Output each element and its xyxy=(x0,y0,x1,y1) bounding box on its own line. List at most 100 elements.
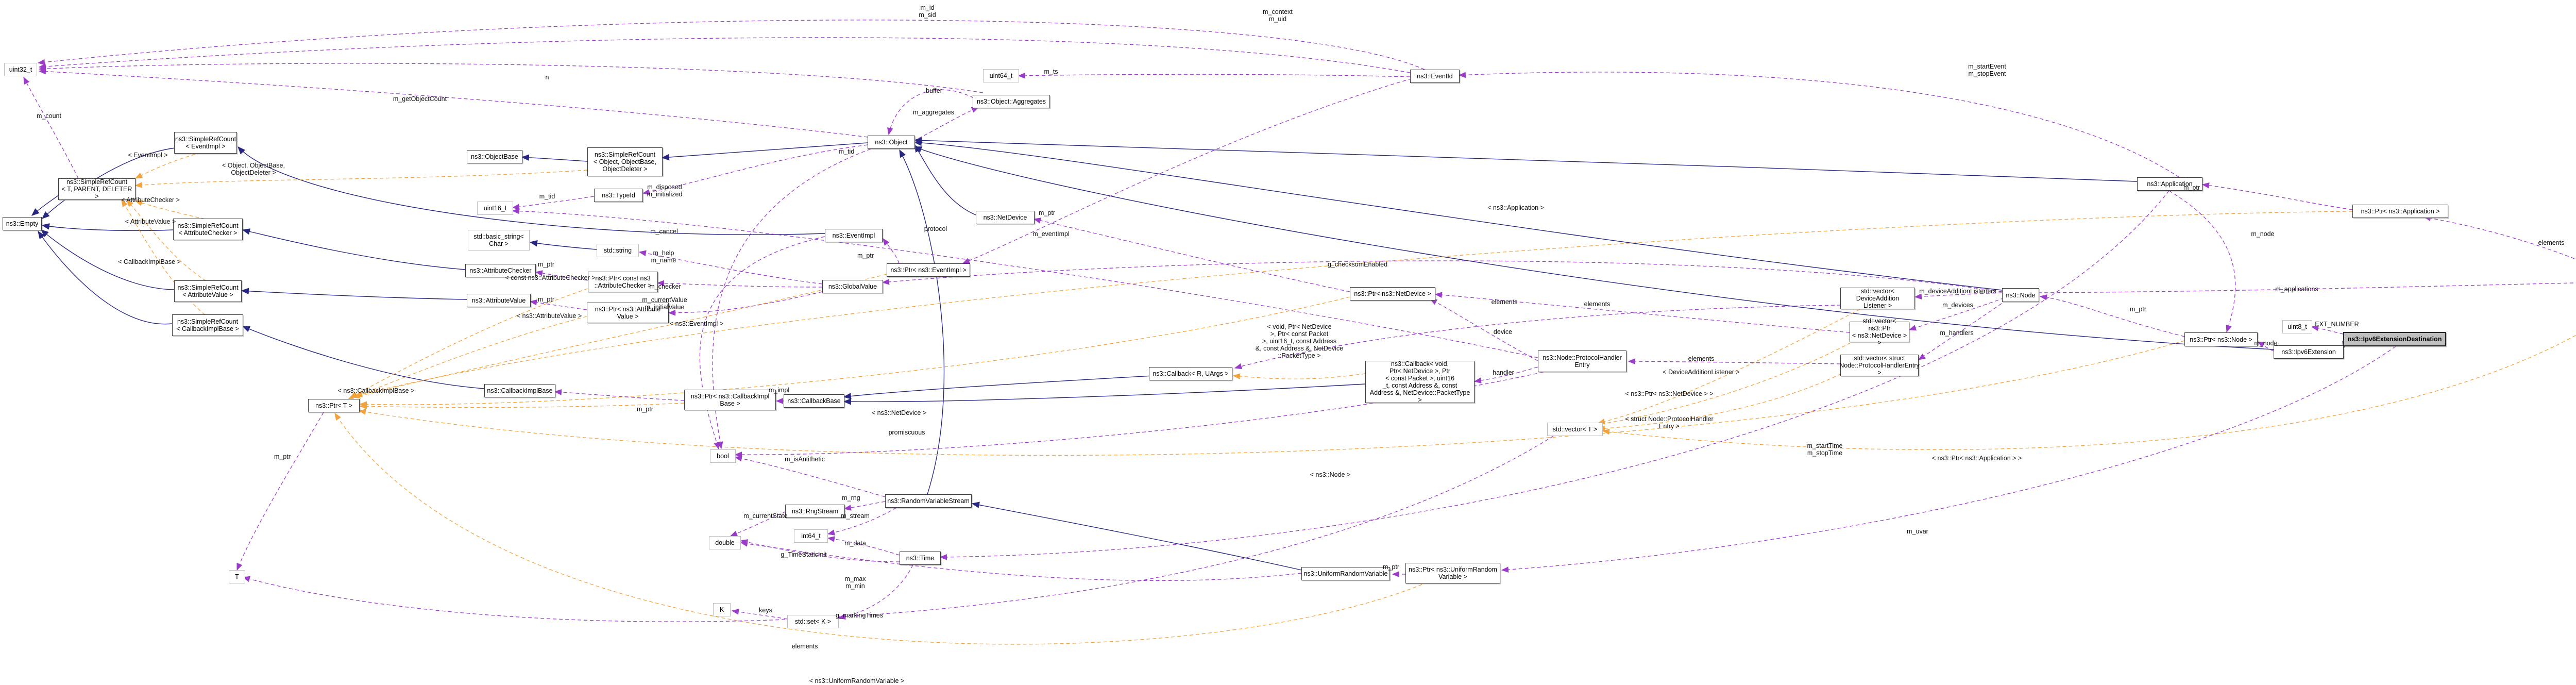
edge-label-m-max-m-min: m_max m_min xyxy=(844,575,866,590)
edge-label-keys: keys xyxy=(759,607,772,614)
edge-label-tpl-object: < Object, ObjectBase, ObjectDeleter > xyxy=(222,162,285,176)
edge-label-m-currentvalue: m_currentValue m_initialValue xyxy=(642,296,687,311)
class-node-typeid[interactable]: ns3::TypeId xyxy=(594,189,643,202)
edge-label-tpl-ns3-cib: < ns3::CallbackImplBase > xyxy=(337,387,415,394)
edge-label-m-startevent: m_startEvent m_stopEvent xyxy=(1968,63,2006,77)
class-node-vector-ptr-netdevice[interactable]: std::vector< ns3::Ptr < ns3::NetDevice >… xyxy=(1850,318,1909,346)
type-node-basic-string: std::basic_string< Char > xyxy=(468,230,530,250)
class-node-uniformrandomvariable[interactable]: ns3::UniformRandomVariable xyxy=(1301,567,1390,580)
edge-label-m-ptr-4: m_ptr xyxy=(1039,209,1055,216)
edge-label-g-timestaticinit: g_TimeStaticInit xyxy=(781,551,827,558)
edge-label-tpl-ns3-netdevice: < ns3::NetDevice > xyxy=(871,409,927,416)
type-node-vector-t: std::vector< T > xyxy=(1547,423,1603,436)
class-node-callback-signature[interactable]: ns3::Callback< void, Ptr< NetDevice >, P… xyxy=(1365,360,1475,404)
edge-label-buffer: buffer xyxy=(926,87,942,94)
type-node-uint32_t: uint32_t xyxy=(4,63,37,76)
class-node-ptr-application[interactable]: ns3::Ptr< ns3::Application > xyxy=(2352,205,2448,218)
edge-label-ext-number: EXT_NUMBER xyxy=(2315,321,2359,328)
type-node-k: K xyxy=(713,603,731,616)
class-node-attributechecker[interactable]: ns3::AttributeChecker xyxy=(465,264,536,277)
class-node-callbackbase[interactable]: ns3::CallbackBase xyxy=(784,394,844,408)
class-node-ptr-callbackimplbase[interactable]: ns3::Ptr< ns3::CallbackImpl Base > xyxy=(684,390,776,410)
edge-label-m-applications: m_applications xyxy=(2275,286,2318,293)
edge-label-device: device xyxy=(1493,328,1513,336)
class-node-node[interactable]: ns3::Node xyxy=(2002,288,2039,302)
edge-label-m-stream: m_stream xyxy=(841,512,870,520)
class-node-simplerefcount-callbackimplbase[interactable]: ns3::SimpleRefCount < CallbackImplBase > xyxy=(172,314,243,336)
edge-label-tpl-ns3-node: < ns3::Node > xyxy=(1310,471,1351,478)
edge-label-m-handlers: m_handlers xyxy=(1940,329,1974,337)
class-node-ptr-uniformrandomvariable[interactable]: ns3::Ptr< ns3::UniformRandom Variable > xyxy=(1405,563,1500,583)
class-node-netdevice[interactable]: ns3::NetDevice xyxy=(976,211,1035,224)
edge-label-tpl-dal: < DeviceAdditionListener > xyxy=(1663,369,1740,376)
class-node-ptr-t[interactable]: ns3::Ptr< T > xyxy=(308,399,360,412)
class-node-simplerefcount-attributechecker[interactable]: ns3::SimpleRefCount < AttributeChecker > xyxy=(173,219,243,240)
class-node-ptr-eventimpl[interactable]: ns3::Ptr< ns3::EventImpl > xyxy=(887,263,970,277)
edge-label-m-ptr-2: m_ptr xyxy=(538,296,554,303)
edge-label-m-getobjectcount: m_getObjectCount xyxy=(393,95,447,103)
class-node-empty[interactable]: ns3::Empty xyxy=(3,217,42,230)
type-node-bool: bool xyxy=(710,449,736,463)
edge-label-elements-4: elements xyxy=(2538,239,2565,246)
class-node-simplerefcount-object[interactable]: ns3::SimpleRefCount < Object, ObjectBase… xyxy=(587,147,663,176)
edge-label-n: n xyxy=(545,74,549,81)
edge-label-m-aggregates: m_aggregates xyxy=(913,109,954,116)
class-node-protocolhandlerentry[interactable]: ns3::Node::ProtocolHandler Entry xyxy=(1538,350,1626,372)
class-node-simplerefcount-attributevalue[interactable]: ns3::SimpleRefCount < AttributeValue > xyxy=(174,280,242,302)
type-node-double: double xyxy=(709,536,741,549)
class-node-eventimpl[interactable]: ns3::EventImpl xyxy=(825,229,883,242)
class-node-eventid[interactable]: ns3::EventId xyxy=(1410,70,1460,83)
edge-label-handler: handler xyxy=(1493,369,1514,376)
class-node-object[interactable]: ns3::Object xyxy=(868,136,915,149)
type-node-string: std::string xyxy=(597,244,639,257)
edge-label-tpl-ns3-av: < ns3::AttributeValue > xyxy=(516,312,582,320)
type-node-t: T xyxy=(229,570,245,583)
class-node-ptr-node[interactable]: ns3::Ptr< ns3::Node > xyxy=(2184,332,2258,346)
class-node-simplerefcount-eventimpl[interactable]: ns3::SimpleRefCount < EventImpl > xyxy=(174,132,237,154)
class-node-vector-protocolhandlerentry[interactable]: std::vector< struct Node::ProtocolHandle… xyxy=(1839,355,1920,376)
edge-label-protocol: protocol xyxy=(924,225,947,232)
class-node-callback-r-uargs[interactable]: ns3::Callback< R, UArgs > xyxy=(1149,367,1232,380)
edge-label-tpl-const-ac: < const ns3::AttributeChecker > xyxy=(505,274,596,281)
edge-label-m-isantithetic: m_isAntithetic xyxy=(785,456,825,463)
class-node-callbackimplbase[interactable]: ns3::CallbackImplBase xyxy=(484,384,555,397)
class-node-ptr-const-attributechecker[interactable]: ns3::Ptr< const ns3 ::AttributeChecker > xyxy=(588,272,658,292)
class-node-time[interactable]: ns3::Time xyxy=(900,552,941,565)
type-node-int64_t: int64_t xyxy=(794,529,828,543)
class-node-attributevalue[interactable]: ns3::AttributeValue xyxy=(467,294,531,307)
edge-label-m-ptr-6: m_ptr xyxy=(2130,306,2146,313)
edge-label-tpl-attributechecker: < AttributeChecker > xyxy=(121,196,180,204)
edge-label-m-currentstate: m_currentState xyxy=(743,512,788,520)
edge-label-tpl-callbackimplbase: < CallbackImplBase > xyxy=(118,258,181,265)
edge-label-m-ptr-7: m_ptr xyxy=(2183,184,2200,191)
class-node-objectbase[interactable]: ns3::ObjectBase xyxy=(467,150,522,163)
edge-label-m-node-2: m_node xyxy=(2254,340,2278,347)
class-node-application[interactable]: ns3::Application xyxy=(2137,177,2202,191)
class-node-globalvalue[interactable]: ns3::GlobalValue xyxy=(822,280,883,293)
edge-label-tpl-ns3-application: < ns3::Application > xyxy=(1487,204,1544,211)
class-node-rngstream[interactable]: ns3::RngStream xyxy=(785,505,845,518)
edge-label-m-context-m-uid: m_context m_uid xyxy=(1263,8,1293,23)
type-node-set-k: std::set< K > xyxy=(787,615,839,628)
edge-label-tpl-struct-phe: < struct Node::ProtocolHandler Entry > xyxy=(1625,415,1714,430)
edge-label-m-count: m_count xyxy=(37,112,61,120)
class-node-ipv6extension[interactable]: ns3::Ipv6Extension xyxy=(2274,345,2344,359)
edge-label-elements-1: elements xyxy=(1491,298,1518,306)
class-node-object-aggregates[interactable]: ns3::Object::Aggregates xyxy=(973,95,1050,108)
edge-label-m-disposed: m_disposed m_initialized xyxy=(647,183,683,198)
edge-label-m-eventimpl: m_eventImpl xyxy=(1032,230,1070,238)
class-node-randomvariablestream[interactable]: ns3::RandomVariableStream xyxy=(885,494,972,508)
class-node-ptr-netdevice[interactable]: ns3::Ptr< ns3::NetDevice > xyxy=(1350,287,1435,300)
edge-label-m-ptr-1: m_ptr xyxy=(538,261,554,268)
edge-label-g-markingtimes: g_markingTimes xyxy=(836,612,883,619)
class-node-ptr-attributevalue[interactable]: ns3::Ptr< ns3::Attribute Value > xyxy=(587,303,669,323)
class-node-vector-deviceadditionlistener[interactable]: std::vector< DeviceAddition Listener > xyxy=(1840,288,1915,309)
class-node-ipv6extensiondestination: ns3::Ipv6ExtensionDestination xyxy=(2343,332,2446,346)
edge-label-tpl-vector-netdevice: < ns3::Ptr< ns3::NetDevice > > xyxy=(1625,390,1714,397)
edge-label-tpl-attributevalue: < AttributeValue > xyxy=(125,218,176,225)
edge-label-m-tid-2: m_tid xyxy=(838,148,855,155)
edge-label-elements-5: elements xyxy=(791,643,818,650)
class-node-simplerefcount-tpd[interactable]: ns3::SimpleRefCount < T, PARENT, DELETER… xyxy=(58,178,135,200)
type-node-uint16_t: uint16_t xyxy=(477,202,513,215)
